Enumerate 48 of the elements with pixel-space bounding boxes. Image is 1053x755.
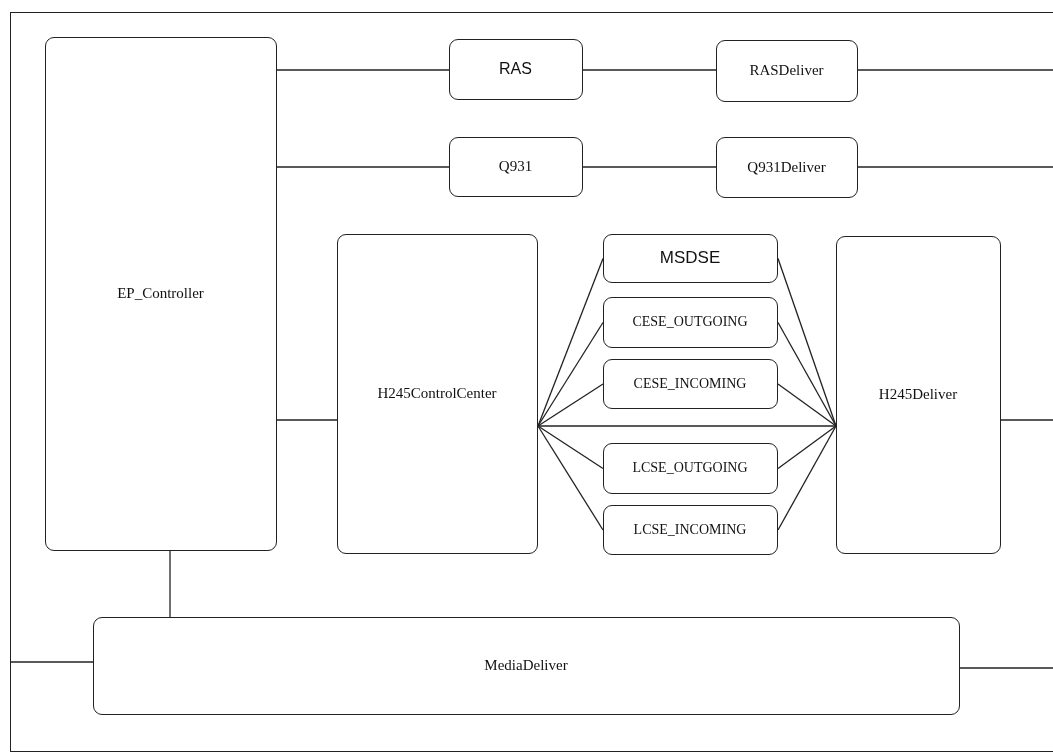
box-label: Q931 [498, 158, 533, 175]
connector-line [537, 425, 604, 531]
process-box [448, 136, 583, 197]
process-box [602, 358, 778, 409]
box-label: EP_Controller [117, 285, 204, 302]
connector-line [537, 321, 604, 427]
box-label: RAS [499, 60, 532, 78]
connector-line [777, 321, 837, 427]
connector-line [537, 425, 604, 470]
process-box [44, 36, 277, 551]
process-box [602, 233, 778, 283]
connector-line [777, 425, 837, 470]
process-box [336, 233, 538, 554]
connector-line [1000, 419, 1053, 421]
connector-line [777, 383, 837, 427]
box-label: LCSE_INCOMING [633, 521, 747, 538]
box-label: MSDSE [659, 248, 721, 268]
process-box [715, 136, 858, 198]
process-box [835, 235, 1001, 554]
process-box [448, 38, 583, 100]
box-label: RASDeliver [749, 62, 824, 79]
connector-line [537, 257, 604, 427]
connector-line [537, 425, 837, 427]
connector-line [276, 69, 450, 71]
box-label: CESE_INCOMING [633, 375, 747, 392]
connector-line [777, 425, 837, 531]
frame-box [10, 12, 1053, 752]
connector-line [9, 661, 94, 663]
box-label: H245Deliver [878, 386, 958, 403]
box-label: Q931Deliver [747, 158, 826, 176]
process-box [602, 442, 778, 494]
connector-line [959, 667, 1053, 669]
box-label: LCSE_OUTGOING [632, 460, 748, 476]
process-box [602, 504, 778, 555]
process-box [602, 296, 778, 348]
connector-line [537, 383, 604, 427]
box-label: H245ControlCenter [377, 385, 497, 402]
box-label: CESE_OUTGOING [632, 314, 748, 330]
connector-line [276, 166, 450, 168]
connector-line [276, 419, 338, 421]
connector-line [582, 69, 717, 71]
connector-line [857, 69, 1053, 71]
process-box [715, 39, 858, 102]
box-label: MediaDeliver [484, 657, 568, 674]
process-box [92, 616, 960, 715]
connector-line [582, 166, 717, 168]
connector-line [857, 166, 1053, 168]
connector-line [169, 550, 171, 618]
